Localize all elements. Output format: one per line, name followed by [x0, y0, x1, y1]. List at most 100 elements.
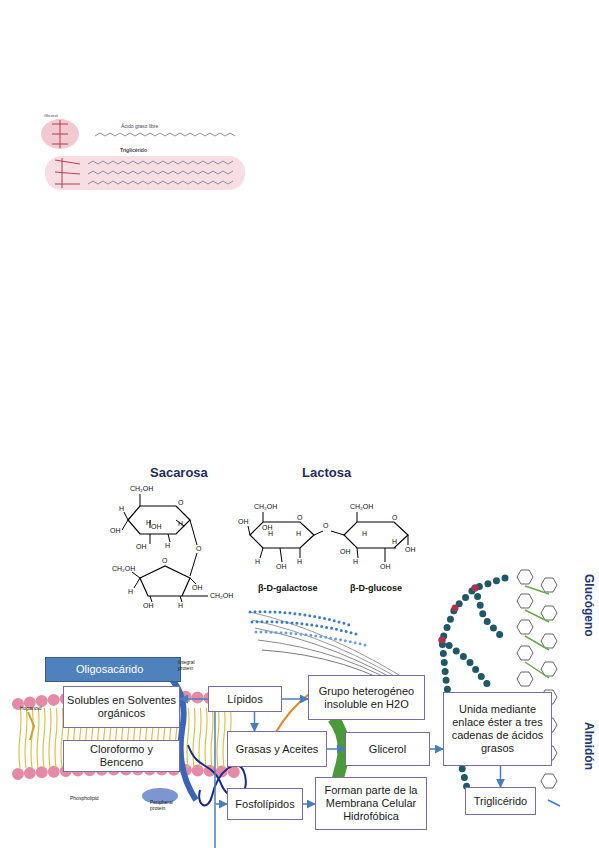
atom-label: O: [323, 522, 328, 530]
atom-label: H: [268, 530, 273, 538]
atom-label: OH: [192, 584, 203, 592]
bond-lines: [132, 572, 208, 602]
glycosidic-bonds: [525, 586, 549, 678]
atom-label: OH: [143, 602, 154, 610]
atom-label: OH: [238, 518, 249, 526]
branch-point: [439, 637, 446, 644]
figure-label: β-D-glucose: [350, 584, 402, 594]
connector-arrow: [254, 712, 256, 731]
triglyceride-blob: [45, 156, 245, 190]
atom-label: OH: [405, 546, 416, 554]
connector-arrow: [303, 803, 315, 805]
atom-label: Glicerol: [44, 114, 58, 118]
atom-label: Integral protein: [178, 660, 204, 671]
atom-label: H: [296, 530, 301, 538]
connector-tail: [214, 805, 216, 848]
branch-point: [452, 605, 459, 612]
side-title: Almidón: [582, 722, 595, 770]
atom-label: H: [128, 588, 133, 596]
glucose-unit: [517, 672, 533, 686]
atom-label: CH₂OH: [130, 485, 153, 493]
concept-box: Fosfolípidos: [227, 788, 303, 820]
connector-arrow: [215, 712, 227, 804]
glycogen-branch: [442, 640, 492, 690]
glucose-unit: [517, 570, 533, 584]
connector-arrow: [282, 698, 308, 700]
fiber-dots: [250, 612, 350, 625]
atom-label: OH: [110, 527, 121, 535]
glycogen-chain: [442, 578, 505, 800]
box-text: Oligosacárido: [76, 663, 143, 676]
atom-label: OH: [136, 543, 147, 551]
atom-label: O: [196, 545, 201, 553]
fructose-ring: [140, 566, 190, 596]
atom-label: OH: [151, 523, 162, 531]
concept-box: Grasas y Aceites: [227, 731, 327, 767]
bond-lines: [248, 512, 408, 562]
atom-label: Ácido graso libre: [121, 124, 158, 130]
ester-bonds: [55, 158, 80, 188]
atom-label: H: [146, 519, 151, 527]
glucose-ring: [344, 522, 408, 548]
box-text: Glicerol: [369, 743, 406, 756]
atom-label: H: [119, 505, 124, 513]
box-text: Grasas y Aceites: [236, 743, 319, 756]
hopanoid: [28, 712, 34, 740]
glucose-unit: [541, 606, 557, 620]
atom-label: OH: [340, 548, 351, 556]
atom-label: CH₂OH: [210, 592, 233, 600]
glucose-unit: [517, 646, 533, 660]
atom-label: H: [353, 558, 358, 566]
glycerol-blob: [41, 119, 79, 149]
box-text: Triglicérido: [474, 795, 527, 808]
glycerol-sticks: [52, 120, 68, 148]
concept-box: Lípidos: [208, 686, 282, 712]
glycogen-branch: [475, 588, 505, 640]
fatty-acid-chain: [95, 133, 235, 136]
box-text: Fosfolípidos: [235, 798, 294, 811]
concept-box: Glicerol: [345, 732, 430, 766]
atom-label: Peripheral protein: [150, 800, 178, 811]
atom-label: H: [255, 558, 260, 566]
fatty-acid-chains: [88, 161, 233, 184]
atom-label: OH: [262, 524, 273, 532]
concept-box: Grupo heterogéneo insoluble en H2O: [308, 675, 425, 720]
box-text: Lípidos: [227, 693, 262, 706]
atom-label: CH₂OH: [112, 565, 135, 573]
atom-label: CH₂OH: [254, 503, 277, 511]
figure-label: β-D-galactose: [258, 584, 318, 594]
atom-label: Hopanoid: [20, 706, 41, 712]
atom-label: OH: [380, 563, 391, 571]
box-text: Grupo heterogéneo insoluble en H2O: [312, 685, 421, 711]
atom-label: O: [162, 557, 167, 565]
atom-label: O: [297, 514, 302, 522]
starch-chain: [517, 570, 557, 806]
side-title: Glucógeno: [582, 574, 595, 637]
box-text: Solubles en Solventes orgánicos: [67, 694, 176, 720]
connector-arrow: [327, 748, 345, 750]
atom-label: O: [392, 514, 397, 522]
glucose-unit: [541, 578, 557, 592]
atom-label: H: [392, 538, 397, 546]
box-text: Forman parte de la Membrana Celular Hidr…: [319, 784, 423, 823]
figure-label: Lactosa: [302, 466, 351, 480]
glucose-unit: [517, 594, 533, 608]
concept-box: Cloroformo y Benceno: [63, 740, 180, 772]
concept-box: Solubles en Solventes orgánicos: [63, 686, 180, 728]
concept-box: Unida mediante enlace éster a tres caden…: [443, 692, 552, 766]
title-box: Oligosacárido: [45, 657, 181, 682]
concept-box: Triglicérido: [465, 787, 536, 815]
atom-label: Phospholipid: [70, 796, 99, 802]
figure-label: Sacarosa: [150, 466, 208, 480]
glucose-unit: [517, 620, 533, 634]
glucose-unit: [541, 774, 557, 788]
atom-label: Triglicérido: [120, 148, 147, 154]
atom-label: H: [165, 542, 170, 550]
connector-arrow: [430, 748, 443, 750]
atom-label: OH: [276, 563, 287, 571]
atom-label: H: [362, 530, 367, 538]
atom-label: H: [178, 520, 183, 528]
glycogen-branch: [442, 578, 505, 800]
connector-arrow: [500, 766, 502, 787]
